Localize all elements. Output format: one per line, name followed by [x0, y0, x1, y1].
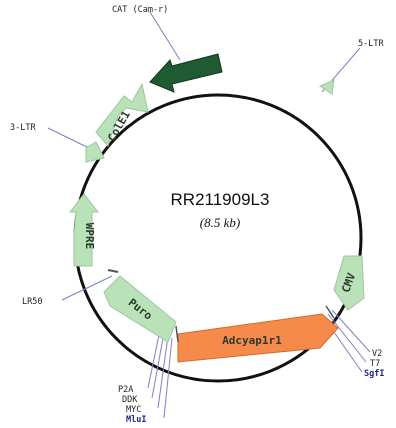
cat-label: CAT (Cam-r) [112, 5, 168, 15]
plasmid-name: RR211909L3 [171, 190, 270, 209]
wpre-label: WPRE [83, 223, 96, 250]
cole1-feature-arrow [95, 82, 149, 147]
wpre-feature-arrow [68, 193, 100, 267]
site-label-ddk: DDK [122, 395, 138, 405]
site-label-sgfi: SgfI [364, 369, 384, 379]
leader-lines [47, 11, 371, 419]
site-label-p2a: P2A [118, 385, 133, 395]
adcyap1r1-feature-arrow [177, 313, 339, 363]
lr50-label: LR50 [22, 297, 42, 307]
plasmid-size: (8.5 kb) [200, 215, 240, 230]
site-label-v2: V2 [372, 349, 382, 359]
site-label-t7: T7 [370, 359, 380, 369]
lr50-tick [107, 269, 119, 273]
three-ltr-label: 3-LTR [10, 123, 36, 133]
site-ticks [175, 305, 335, 343]
site-label-mlui: MluI [126, 415, 146, 425]
five-ltr-arrow [318, 79, 335, 95]
cmv-feature-arrow [333, 255, 365, 311]
adcyap1r1-label: Adcyap1r1 [222, 334, 282, 347]
three-ltr-arrow [85, 141, 105, 163]
five-ltr-label: 5-LTR [358, 39, 384, 49]
cat-feature-arrow [149, 53, 223, 93]
site-label-myc: MYC [126, 405, 141, 415]
puro-feature-arrow [103, 275, 177, 343]
